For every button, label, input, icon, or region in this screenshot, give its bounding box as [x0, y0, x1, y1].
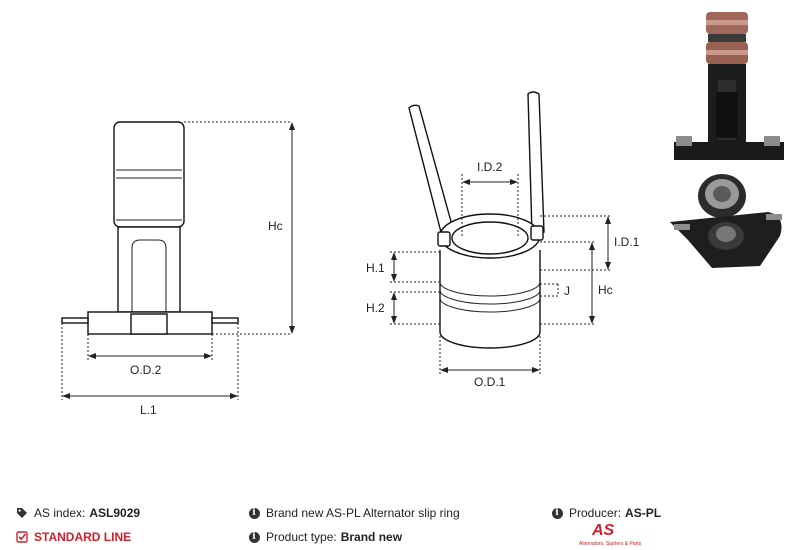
info-circle-icon: i	[248, 531, 260, 543]
product-photo-side	[664, 0, 800, 165]
slip-ring-wire-left	[408, 104, 456, 241]
product-type-value: Brand new	[340, 530, 403, 544]
dim-label-id1: I.D.1	[614, 235, 640, 249]
dim-label-hc-left: Hc	[268, 219, 283, 233]
check-square-icon	[16, 531, 28, 543]
dim-label-id2: I.D.2	[477, 160, 503, 174]
producer-label: Producer:	[569, 506, 622, 520]
producer-row: i Producer: AS-PL	[551, 506, 661, 520]
product-type-label: Product type:	[266, 530, 337, 544]
dim-label-h1: H.1	[366, 261, 385, 275]
side-view-neck	[117, 226, 181, 313]
product-type-row: i Product type: Brand new	[248, 530, 402, 544]
description-row: i Brand new AS-PL Alternator slip ring	[248, 506, 460, 520]
logo-mark: AS	[592, 522, 615, 539]
logo-subtitle: Alternators, Starters & Parts	[578, 541, 642, 547]
dim-label-od2: O.D.2	[130, 363, 162, 377]
description-text: Brand new AS-PL Alternator slip ring	[266, 506, 460, 520]
standard-line-label: STANDARD LINE	[34, 530, 132, 544]
standard-line-row: STANDARD LINE	[16, 530, 131, 544]
as-index-value: ASL9029	[89, 506, 141, 520]
dim-label-hc-right: Hc	[598, 283, 613, 297]
dim-label-l1: L.1	[140, 403, 157, 417]
as-index-label: AS index:	[34, 506, 86, 520]
side-view-barrel	[113, 121, 185, 228]
tag-icon	[16, 507, 28, 519]
technical-drawing: Hc O.D.2 L.1 I.	[61, 0, 800, 417]
slip-ring-wire-right	[527, 91, 545, 235]
dim-label-h2: H.2	[366, 301, 385, 315]
dim-label-j: J	[564, 284, 570, 298]
info-circle-icon: i	[551, 507, 563, 519]
side-view-terminal-right	[211, 317, 239, 324]
as-pl-logo: AS Alternators, Starters & Parts	[570, 522, 650, 548]
slip-ring-drawing: I.D.2 I.D.1 Hc H.1 H.2 J	[366, 91, 640, 389]
as-index-row: AS index: ASL9029	[16, 506, 140, 520]
product-photo-top	[664, 166, 800, 276]
slip-ring-cylinder	[439, 250, 541, 349]
side-view-drawing: Hc O.D.2 L.1	[61, 121, 295, 417]
dim-label-od1: O.D.1	[474, 375, 506, 389]
product-info-footer: AS index: ASL9029 STANDARD LINE i Brand …	[0, 500, 800, 550]
info-circle-icon: i	[248, 507, 260, 519]
side-view-terminal-left	[61, 317, 89, 324]
producer-value: AS-PL	[625, 506, 662, 520]
